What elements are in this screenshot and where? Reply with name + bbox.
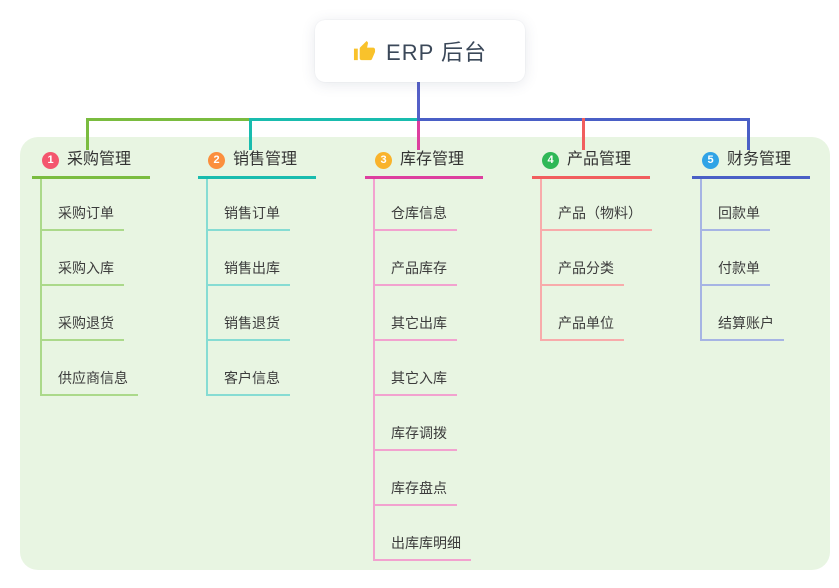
node-item[interactable]: 仓库信息 (373, 203, 457, 231)
branch-label: 库存管理 (400, 151, 465, 168)
connector-drop-finance (747, 118, 750, 150)
connector-drop-inventory (417, 121, 420, 150)
connector-horizontal-sales (249, 118, 419, 121)
node-item-label: 出库库明细 (373, 533, 471, 561)
branch-trunk-product (540, 179, 542, 341)
node-item[interactable]: 采购入库 (40, 258, 124, 286)
node-item-label: 产品分类 (540, 258, 624, 286)
branch-trunk-purchase (40, 179, 42, 396)
connector-root-drop (417, 82, 420, 121)
node-item-label: 销售订单 (206, 203, 290, 231)
node-item[interactable]: 库存盘点 (373, 478, 457, 506)
branch-badge: 4 (542, 151, 559, 169)
branch-label: 销售管理 (233, 151, 298, 168)
branch-trunk-sales (206, 179, 208, 396)
branch-badge: 5 (702, 151, 719, 169)
node-item[interactable]: 结算账户 (700, 313, 784, 341)
node-item-label: 库存盘点 (373, 478, 457, 506)
node-item[interactable]: 付款单 (700, 258, 770, 286)
branch-header-product[interactable]: 4 产品管理 (532, 149, 650, 179)
node-item[interactable]: 销售出库 (206, 258, 290, 286)
node-item[interactable]: 采购退货 (40, 313, 124, 341)
root-title: ERP 后台 (386, 40, 487, 65)
thumbs-up-icon (353, 40, 376, 63)
branch-badge: 2 (208, 151, 225, 169)
node-item-label: 采购入库 (40, 258, 124, 286)
branch-header-finance[interactable]: 5 财务管理 (692, 149, 810, 179)
branch-header-inventory[interactable]: 3 库存管理 (365, 149, 483, 179)
node-item[interactable]: 出库库明细 (373, 533, 471, 561)
node-item-label: 仓库信息 (373, 203, 457, 231)
node-item[interactable]: 客户信息 (206, 368, 290, 396)
branch-header-sales[interactable]: 2 销售管理 (198, 149, 316, 179)
node-item[interactable]: 产品单位 (540, 313, 624, 341)
root-node[interactable]: ERP 后台 (315, 20, 525, 82)
branch-trunk-finance (700, 179, 702, 341)
node-item[interactable]: 库存调拨 (373, 423, 457, 451)
connector-drop-purchase (86, 118, 89, 150)
node-item-label: 其它出库 (373, 313, 457, 341)
branch-trunk-inventory (373, 179, 375, 561)
node-item[interactable]: 其它出库 (373, 313, 457, 341)
branch-label: 采购管理 (67, 151, 132, 168)
node-item-label: 产品单位 (540, 313, 624, 341)
node-item-label: 产品（物料） (540, 203, 652, 231)
connector-horizontal-purchase (86, 118, 251, 121)
node-item[interactable]: 其它入库 (373, 368, 457, 396)
node-item-label: 付款单 (700, 258, 770, 286)
node-item-label: 采购退货 (40, 313, 124, 341)
branch-label: 财务管理 (727, 151, 792, 168)
connector-drop-product (582, 118, 585, 150)
node-item[interactable]: 回款单 (700, 203, 770, 231)
node-item-label: 销售出库 (206, 258, 290, 286)
connector-drop-sales (249, 118, 252, 150)
mindmap-panel (20, 137, 830, 570)
node-item-label: 销售退货 (206, 313, 290, 341)
branch-label: 产品管理 (567, 151, 632, 168)
node-item-label: 产品库存 (373, 258, 457, 286)
node-item-label: 客户信息 (206, 368, 290, 396)
node-item-label: 供应商信息 (40, 368, 138, 396)
node-item[interactable]: 采购订单 (40, 203, 124, 231)
node-item-label: 采购订单 (40, 203, 124, 231)
node-item[interactable]: 产品（物料） (540, 203, 652, 231)
node-item-label: 库存调拨 (373, 423, 457, 451)
node-item[interactable]: 销售退货 (206, 313, 290, 341)
node-item[interactable]: 产品库存 (373, 258, 457, 286)
node-item[interactable]: 产品分类 (540, 258, 624, 286)
node-item-label: 回款单 (700, 203, 770, 231)
node-item-label: 其它入库 (373, 368, 457, 396)
branch-badge: 1 (42, 151, 59, 169)
branch-badge: 3 (375, 151, 392, 169)
node-item-label: 结算账户 (700, 313, 784, 341)
node-item[interactable]: 供应商信息 (40, 368, 138, 396)
branch-header-purchase[interactable]: 1 采购管理 (32, 149, 150, 179)
node-item[interactable]: 销售订单 (206, 203, 290, 231)
